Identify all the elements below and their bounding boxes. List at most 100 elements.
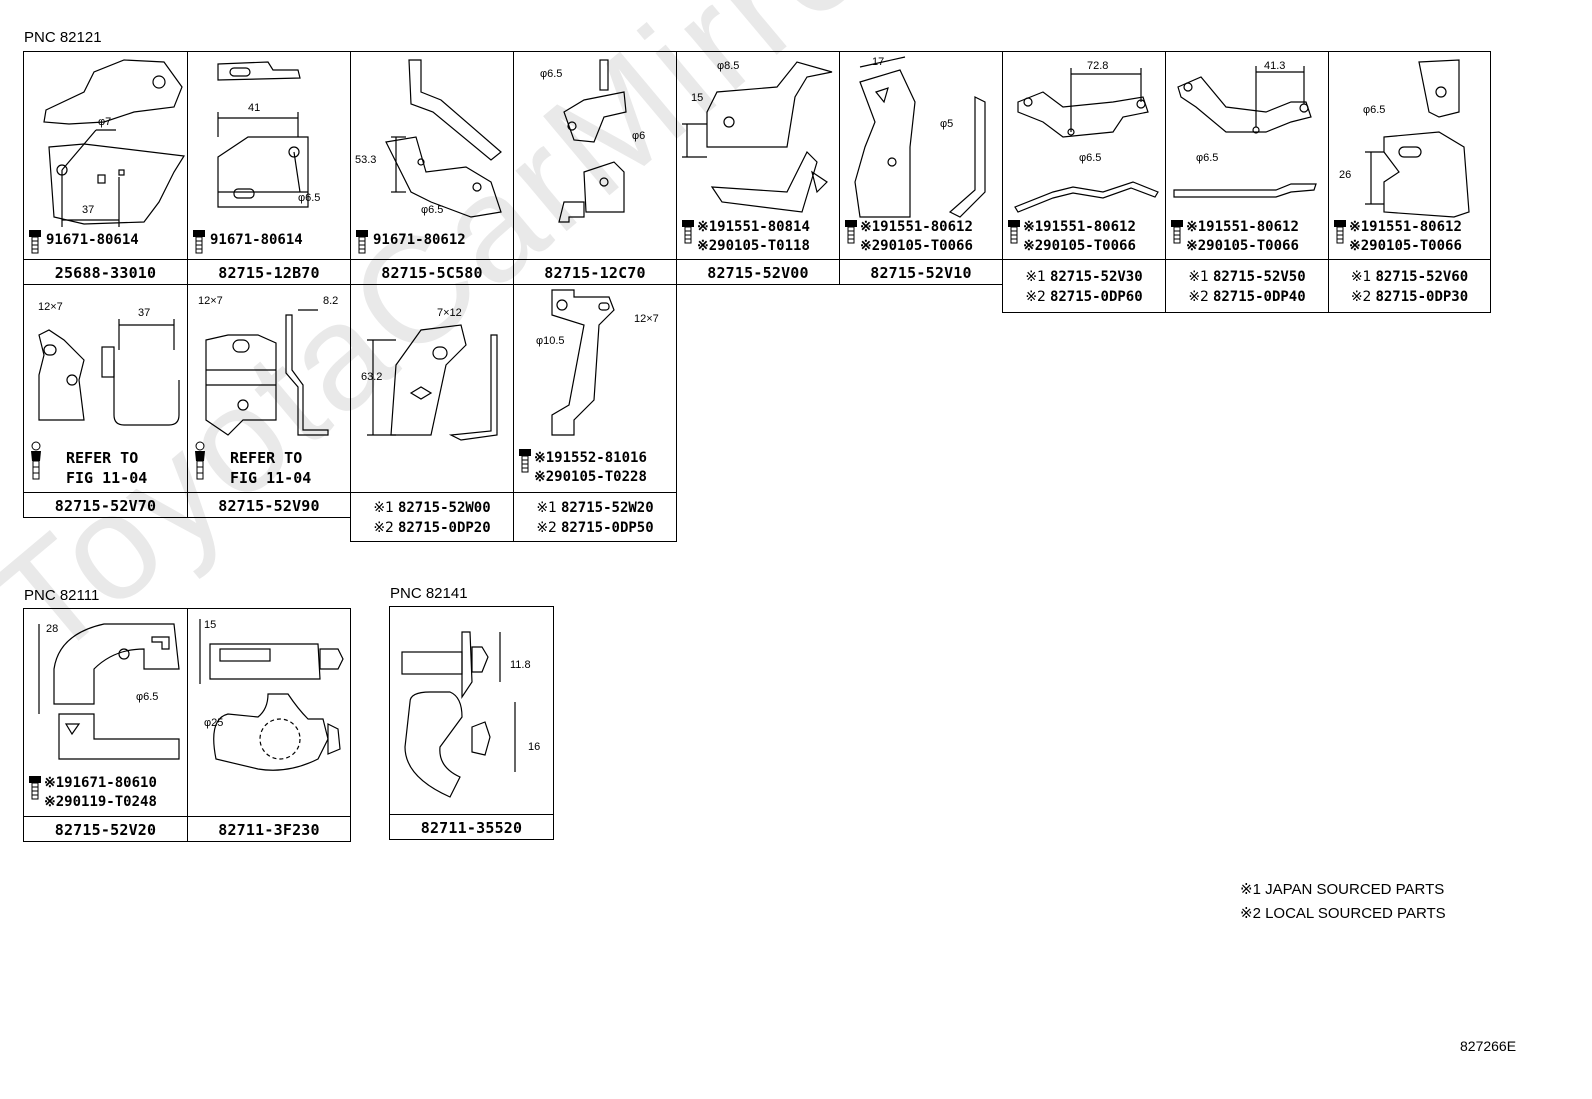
dimension-slot: 12×7 bbox=[38, 301, 63, 313]
bracket-drawing bbox=[1329, 52, 1490, 252]
source-mark-1: ※1 bbox=[1350, 269, 1372, 285]
part-number: 25688-33010 bbox=[54, 264, 157, 282]
clip-icon bbox=[192, 441, 208, 485]
bolt-part-number-2: ※290105-T0228 bbox=[534, 469, 647, 485]
part-number-local: 82715-0DP50 bbox=[560, 520, 654, 536]
bolt-icon bbox=[28, 776, 42, 804]
part-cell-82715-5c580[interactable]: 53.3 φ6.5 91671-80612 82715-5C580 bbox=[350, 51, 514, 285]
dimension-height: 15 bbox=[204, 619, 217, 631]
bolt-part-number: 91671-80614 bbox=[46, 232, 139, 248]
part-number: 82715-52V90 bbox=[218, 497, 320, 515]
bracket-drawing bbox=[514, 285, 676, 485]
refer-text-1: REFER TO bbox=[230, 449, 303, 467]
part-cell-82715-52v00[interactable]: φ8.5 15 ※191551-80814 ※290105-T0118 8271… bbox=[676, 51, 840, 285]
dimension-height: 63.2 bbox=[361, 371, 383, 383]
dimension-hole-diameter: φ10.5 bbox=[536, 335, 565, 347]
part-number: 82715-52V20 bbox=[54, 821, 157, 839]
bracket-drawing bbox=[514, 52, 676, 252]
part-number: 82711-35520 bbox=[420, 819, 523, 837]
dimension-width: 41 bbox=[248, 102, 261, 114]
part-cell-82715-52v90[interactable]: 12×7 8.2 REFER TO FIG 11-04 82715-52V90 bbox=[187, 284, 351, 518]
dimension-slot: 12×7 bbox=[634, 313, 659, 325]
part-number-local: 82715-0DP60 bbox=[1049, 289, 1143, 305]
source-mark-1: ※1 bbox=[1188, 269, 1209, 285]
figure-code: 827266E bbox=[1460, 1038, 1517, 1054]
refer-text-2: FIG 11-04 bbox=[230, 469, 312, 487]
section-label-pnc-82121: PNC 82121 bbox=[24, 29, 102, 46]
dimension-height: 16 bbox=[528, 741, 541, 753]
dimension-width: 37 bbox=[82, 204, 95, 216]
part-cell-82715-52v50[interactable]: 41.3 φ6.5 ※191551-80612 ※290105-T0066 ※1… bbox=[1165, 51, 1329, 313]
source-mark-2: ※2 bbox=[1188, 289, 1209, 305]
bracket-drawing bbox=[188, 52, 350, 252]
part-number-japan: 82715-52V60 bbox=[1375, 269, 1469, 285]
source-mark-2: ※2 bbox=[1025, 289, 1046, 305]
part-cell-82715-52v10[interactable]: 17 φ5 ※191551-80612 ※290105-T0066 82715-… bbox=[839, 51, 1003, 285]
dimension-hole-diameter: φ6.5 bbox=[1079, 152, 1102, 164]
bolt-part-number-2: ※290105-T0066 bbox=[1349, 238, 1462, 254]
part-cell-82715-12b70[interactable]: 41 φ6.5 91671-80614 82715-12B70 bbox=[187, 51, 351, 285]
part-number-japan: 82715-52V30 bbox=[1049, 269, 1143, 285]
dimension-width: 72.8 bbox=[1087, 60, 1109, 72]
part-cell-82711-3f230[interactable]: 15 φ25 82711-3F230 bbox=[187, 608, 351, 842]
dimension-height: 26 bbox=[1339, 169, 1352, 181]
part-number: 82715-52V10 bbox=[870, 264, 972, 282]
dimension-height: 28 bbox=[46, 623, 59, 635]
bracket-drawing bbox=[24, 609, 187, 809]
bolt-icon bbox=[1333, 220, 1347, 248]
bracket-drawing bbox=[24, 52, 187, 252]
bolt-part-number-2: ※290105-T0066 bbox=[1186, 238, 1299, 254]
bolt-icon bbox=[1170, 220, 1184, 248]
part-number: 82715-52V70 bbox=[54, 497, 157, 515]
bolt-part-number-1: ※191671-80610 bbox=[44, 775, 157, 791]
dimension-diameter: φ25 bbox=[204, 717, 224, 729]
dimension-hole-diameter: φ6.5 bbox=[136, 691, 159, 703]
clip-drawing bbox=[390, 607, 553, 807]
part-number-japan: 82715-52W20 bbox=[560, 500, 654, 516]
source-mark-1: ※1 bbox=[1025, 269, 1046, 285]
dimension-hole-diameter: φ6.5 bbox=[298, 192, 321, 204]
part-cell-82715-52v30[interactable]: 72.8 φ6.5 ※191551-80612 ※290105-T0066 ※1… bbox=[1002, 51, 1166, 313]
bracket-drawing bbox=[1166, 52, 1328, 252]
bolt-icon bbox=[28, 230, 42, 258]
bolt-part-number-2: ※290105-T0066 bbox=[860, 238, 973, 254]
dimension-hole-diameter: φ6.5 bbox=[421, 204, 444, 216]
source-mark-2: ※2 bbox=[373, 520, 394, 536]
bolt-part-number-1: ※191551-80612 bbox=[1349, 219, 1462, 235]
bolt-icon bbox=[681, 220, 695, 248]
dimension-slot: 7×12 bbox=[437, 307, 462, 319]
source-mark-1: ※1 bbox=[373, 500, 394, 516]
bolt-part-number-1: ※191551-80612 bbox=[1186, 219, 1299, 235]
dimension-hole-diameter-1: φ6.5 bbox=[540, 68, 563, 80]
part-cell-25688-33010[interactable]: φ7 37 91671-80614 25688-33010 bbox=[23, 51, 188, 285]
dimension-width: 37 bbox=[138, 307, 151, 319]
dimension-length: 11.8 bbox=[510, 659, 531, 671]
dimension-width: 41.3 bbox=[1264, 60, 1286, 72]
part-cell-82715-52v20[interactable]: 28 φ6.5 ※191671-80610 ※290119-T0248 8271… bbox=[23, 608, 188, 842]
bolt-icon bbox=[1007, 220, 1021, 248]
source-mark-1: ※1 bbox=[536, 500, 557, 516]
bolt-part-number-1: ※191551-80814 bbox=[697, 219, 810, 235]
dimension-hole-diameter-2: φ6 bbox=[632, 130, 646, 142]
refer-text-2: FIG 11-04 bbox=[66, 469, 148, 487]
source-mark-2: ※2 bbox=[536, 520, 557, 536]
dimension-offset: 8.2 bbox=[323, 295, 339, 307]
part-number-local: 82715-0DP40 bbox=[1212, 289, 1306, 305]
part-cell-82715-52w20[interactable]: φ10.5 12×7 ※191552-81016 ※290105-T0228 ※… bbox=[513, 284, 677, 542]
bolt-part-number: 91671-80612 bbox=[373, 232, 466, 248]
part-number-local: 82715-0DP20 bbox=[397, 520, 491, 536]
refer-text-1: REFER TO bbox=[66, 449, 139, 467]
part-cell-82715-12c70[interactable]: φ6.5 φ6 82715-12C70 bbox=[513, 51, 677, 285]
part-number: 82711-3F230 bbox=[218, 821, 320, 839]
part-cell-82711-35520[interactable]: 11.8 16 82711-35520 bbox=[389, 606, 554, 840]
dimension-hole-diameter: φ6.5 bbox=[1363, 104, 1386, 116]
bolt-part-number-1: ※191552-81016 bbox=[534, 450, 647, 466]
part-number: 82715-5C580 bbox=[381, 264, 483, 282]
bolt-icon bbox=[192, 230, 206, 258]
bolt-part-number-1: ※191551-80612 bbox=[860, 219, 973, 235]
dimension-width: 17 bbox=[872, 56, 885, 68]
part-cell-82715-52v70[interactable]: 12×7 37 REFER TO FIG 11-04 82715-52V70 bbox=[23, 284, 188, 518]
part-number-local: 82715-0DP30 bbox=[1375, 289, 1469, 305]
